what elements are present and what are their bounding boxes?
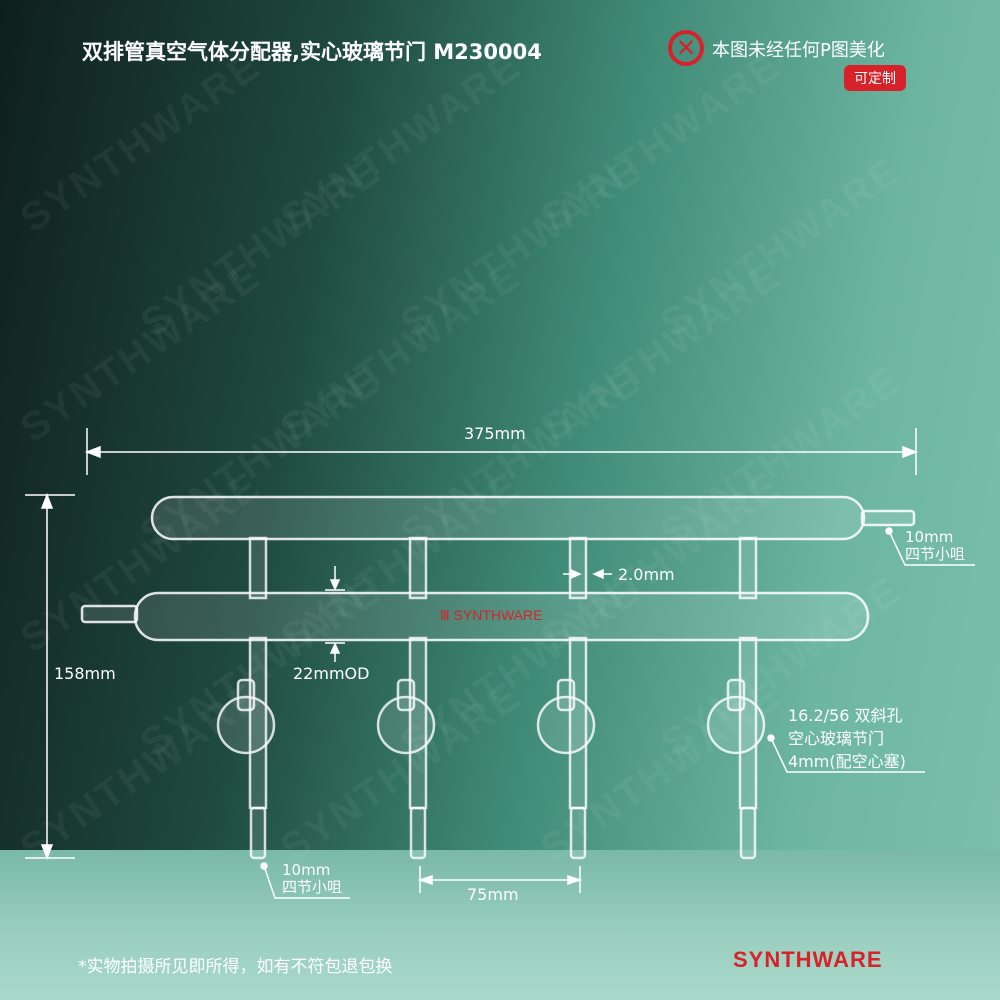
stopcock-plug	[396, 678, 416, 712]
tube-od-dimension: 22mmOD	[293, 664, 370, 683]
upper-stem	[738, 536, 758, 600]
no-retouch-x-icon: ✕	[668, 30, 704, 66]
stopcock-plug	[556, 678, 576, 712]
stopcock-plug	[236, 678, 256, 712]
wall-thickness-dimension: 2.0mm	[618, 565, 675, 584]
upper-stem	[568, 536, 588, 600]
length-dimension: 375mm	[464, 424, 526, 443]
upper-stem	[248, 536, 268, 600]
top-manifold-tube	[150, 495, 866, 541]
bottom-manifold-tube	[133, 591, 870, 642]
right-hose-barb	[860, 509, 916, 527]
background-floor	[0, 850, 1000, 1000]
customizable-badge: 可定制	[844, 65, 906, 91]
stopcock	[376, 695, 436, 755]
height-dimension: 158mm	[54, 664, 116, 683]
no-retouch-notice: 本图未经任何P图美化	[712, 40, 885, 61]
stopcock	[706, 695, 766, 755]
brand-logo: SYNTHWARE	[733, 947, 883, 972]
bottom-hose-barb	[409, 806, 427, 860]
footer-note: *实物拍摄所见即所得，如有不符包退包换	[78, 957, 393, 977]
upper-stem	[408, 536, 428, 600]
left-hose-barb	[80, 604, 139, 624]
spacing-dimension: 75mm	[467, 885, 519, 904]
page-title: 双排管真空气体分配器,实心玻璃节门 M230004	[82, 40, 542, 64]
glass-print-logo: Ⅲ SYNTHWARE	[440, 607, 542, 623]
bottom-hose-barb	[739, 806, 757, 860]
bottom-hose-barb	[249, 806, 267, 860]
stopcock	[536, 695, 596, 755]
bottom-hose-barb	[569, 806, 587, 860]
stopcock	[216, 695, 276, 755]
stopcock-plug	[726, 678, 746, 712]
